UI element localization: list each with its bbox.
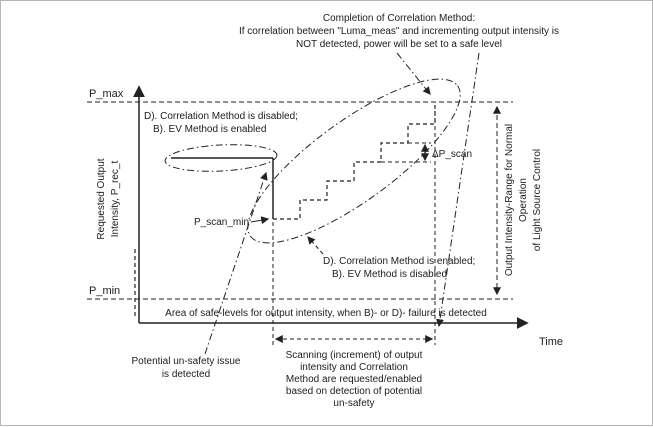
scan-note-line2: intensity and Correlation xyxy=(300,362,408,373)
p-scan-min-label: P_scan_min xyxy=(194,217,249,228)
scan-staircase xyxy=(273,105,436,220)
disabled-label-line2: B). EV Method is enabled xyxy=(153,124,266,135)
x-axis-label: Time xyxy=(539,336,563,348)
scan-note-line3: Method are requested/enabled xyxy=(286,374,422,385)
completion-diagonal-line xyxy=(436,52,480,328)
range-label-line3: of Light Source Control xyxy=(532,149,543,251)
scan-note-line4: based on detection of potential xyxy=(286,386,422,397)
completion-leader-line xyxy=(396,52,431,95)
y-axis-label-line2: Intensity, P_rec_t xyxy=(110,161,121,238)
flat-region-ellipse xyxy=(164,144,278,172)
range-label-line1: Output Intensity-Range for Normal xyxy=(504,124,515,276)
completion-note-line2: If correlation between "Luma_meas" and i… xyxy=(239,26,559,37)
y-axis-label-line1: Requested Output xyxy=(96,158,107,239)
scan-note-line1: Scanning (increment) of output xyxy=(286,350,423,361)
range-label-line2: Operation xyxy=(518,178,529,222)
scan-note-line5: un-safety xyxy=(333,398,374,409)
unsafe-note-line1: Potential un-safety issue xyxy=(132,356,241,367)
disabled-label-line1: D). Correlation Method is disabled; xyxy=(144,111,298,122)
unsafe-leader-line xyxy=(204,171,268,355)
scan-region-ellipse xyxy=(247,78,461,244)
enabled-label-line2: B). EV Method is disabled xyxy=(332,269,447,280)
enabled-label-line1: D). Correlation Method is enabled; xyxy=(323,256,475,267)
safe-area-label: Area of safe-levels for output intensity… xyxy=(165,308,487,319)
p-min-label: P_min xyxy=(89,285,120,297)
delta-p-scan-label: ΔP_scan xyxy=(432,149,472,160)
completion-note-line3: NOT detected, power will be set to a saf… xyxy=(296,39,502,50)
p-max-label: P_max xyxy=(89,88,124,100)
completion-note-line1: Completion of Correlation Method: xyxy=(323,13,475,24)
p-scan-min-leader xyxy=(250,216,270,225)
unsafe-note-line2: is detected xyxy=(162,369,210,380)
enabled-leader xyxy=(307,236,324,255)
